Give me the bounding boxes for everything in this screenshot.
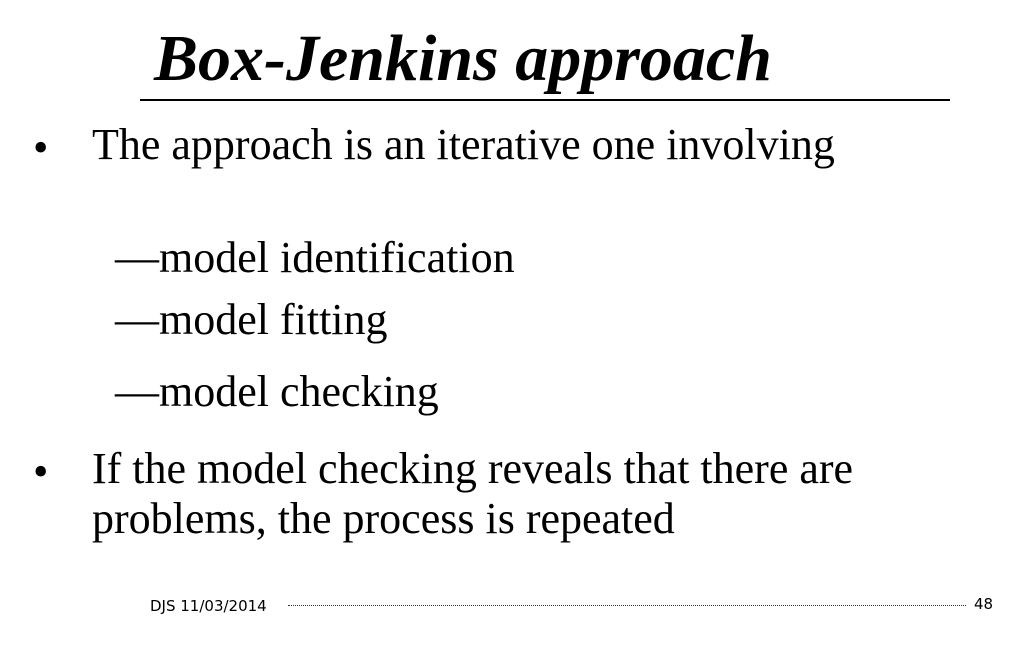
footer-date: DJS 11/03/2014 [150, 597, 267, 615]
title-underline [140, 99, 950, 101]
sub-item-2: —model fitting [115, 294, 388, 346]
bullet-text: If the model checking reveals that there… [92, 444, 854, 543]
sub-item-text: model identification [159, 233, 515, 282]
bullet-text: The approach is an iterative one involvi… [92, 120, 835, 169]
slide-title: Box-Jenkins approach [154, 22, 772, 95]
sub-item-text: model checking [159, 367, 439, 416]
sub-item-1: —model identification [115, 232, 515, 284]
bullet-marker: • [33, 447, 49, 496]
sub-item-3: —model checking [115, 366, 439, 418]
page-number: 48 [974, 595, 994, 613]
sub-item-text: model fitting [159, 295, 388, 344]
footer-dotted-line [288, 605, 966, 606]
dash-marker: — [115, 367, 159, 416]
bullet-marker: • [33, 123, 49, 172]
dash-marker: — [115, 295, 159, 344]
dash-marker: — [115, 233, 159, 282]
